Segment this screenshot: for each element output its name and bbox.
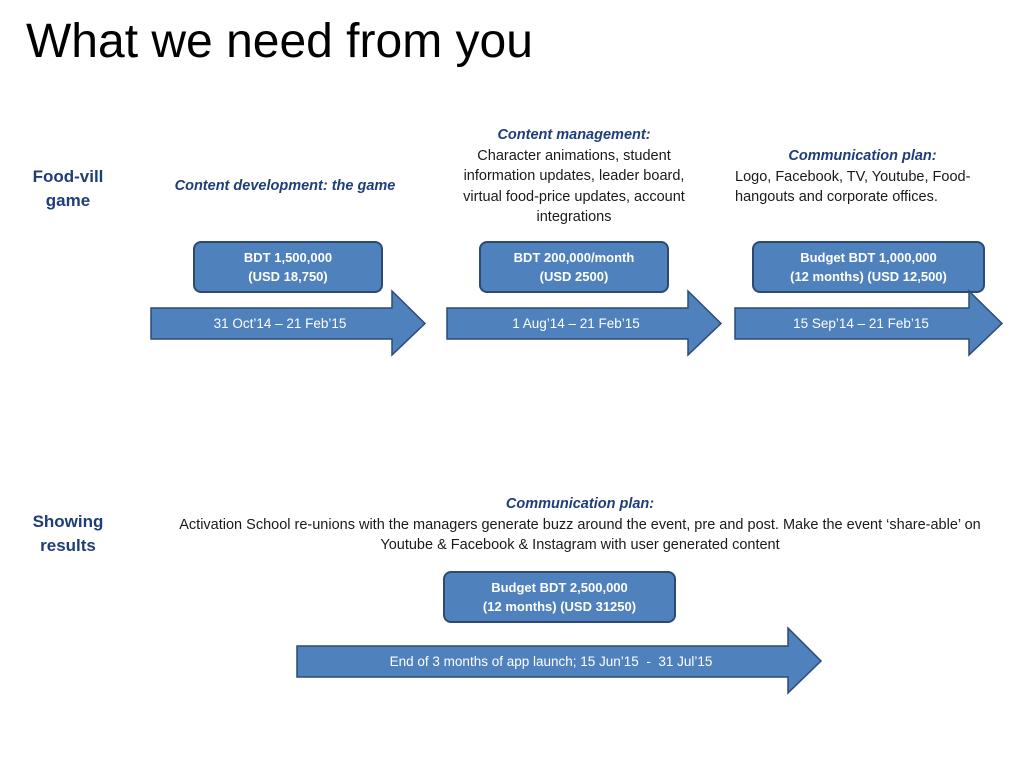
communication-plan-body: Logo, Facebook, TV, Youtube, Food-hangou… [735,168,971,206]
content-management-budget-box: BDT 200,000/month (USD 2500) [479,241,669,293]
arrow-shape [446,289,723,357]
row-label-line2: results [40,536,96,555]
row-label-line1: Showing [32,512,104,531]
row-label-line1: Food-vill [32,167,104,186]
budget-line2: (USD 18,750) [248,269,328,284]
arrow-shape [734,289,1004,357]
content-development-budget-box: BDT 1,500,000 (USD 18,750) [193,241,383,293]
budget-line1: Budget BDT 1,000,000 [800,250,937,265]
showing-results-timeline-arrow: End of 3 months of app launch; 15 Jun’15… [296,626,823,695]
row-label-food-vill-game: Food-vill game [13,165,123,213]
budget-line2: (12 months) (USD 12,500) [790,269,947,284]
content-development-caption: Content development: the game [160,176,410,197]
timeline-label: 1 Aug’14 – 21 Feb’15 [512,316,640,331]
showing-results-heading: Communication plan: [505,496,655,512]
content-management-body: Character animations, student informatio… [463,147,685,226]
showing-results-caption: Communication plan: Activation School re… [170,494,990,556]
row-label-line2: game [45,191,91,210]
content-management-heading: Content management: [497,127,651,143]
communication-plan-budget-box: Budget BDT 1,000,000 (12 months) (USD 12… [752,241,985,293]
communication-plan-caption: Communication plan: Logo, Facebook, TV, … [735,146,990,208]
budget-line2: (USD 2500) [539,269,609,284]
page-title: What we need from you [26,15,533,68]
showing-results-budget-box: Budget BDT 2,500,000 (12 months) (USD 31… [443,571,676,623]
arrow-shape [296,626,823,695]
row-label-showing-results: Showing results [13,510,123,558]
timeline-label: 31 Oct’14 – 21 Feb’15 [213,316,347,331]
budget-line1: BDT 200,000/month [513,250,635,265]
showing-results-body: Activation School re-unions with the man… [179,516,981,554]
budget-line1: BDT 1,500,000 [243,250,333,265]
content-development-heading: Content development: the game [174,178,396,194]
content-management-timeline-arrow: 1 Aug’14 – 21 Feb’15 [446,289,723,357]
timeline-label: 15 Sep’14 – 21 Feb’15 [793,316,929,331]
budget-line2: (12 months) (USD 31250) [482,599,637,614]
content-development-timeline-arrow: 31 Oct’14 – 21 Feb’15 [150,289,427,357]
content-management-caption: Content management: Character animations… [446,125,702,228]
budget-line1: Budget BDT 2,500,000 [491,580,628,595]
arrow-shape [150,289,427,357]
timeline-label: End of 3 months of app launch; 15 Jun’15… [389,653,713,669]
communication-plan-heading: Communication plan: [788,148,937,164]
communication-plan-timeline-arrow: 15 Sep’14 – 21 Feb’15 [734,289,1005,357]
